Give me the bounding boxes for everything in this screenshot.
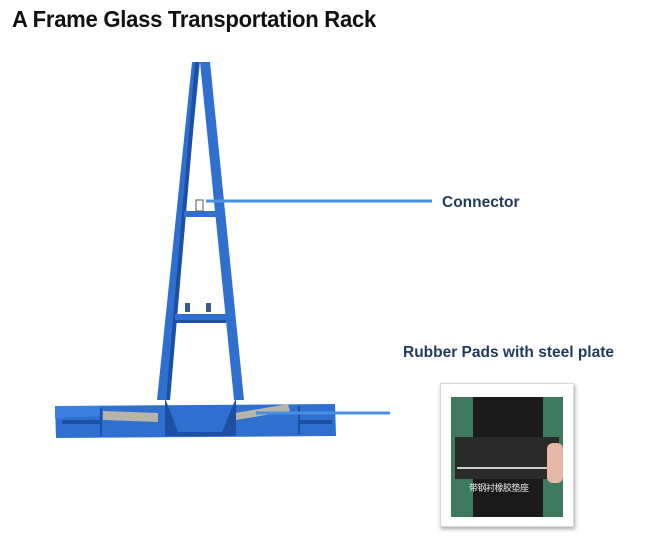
page-title: A Frame Glass Transportation Rack: [12, 6, 376, 32]
rack-base: [55, 398, 336, 438]
rubber-pads-label: Rubber Pads with steel plate: [403, 344, 615, 361]
connector-label: Connector: [442, 194, 520, 211]
rubber-pad-photo: 带钢衬橡胶垫座: [440, 383, 574, 527]
photo-caption: 带钢衬橡胶垫座: [469, 484, 529, 494]
rubber-pad-image: 带钢衬橡胶垫座: [451, 397, 563, 517]
rack-a-frame: [157, 62, 244, 400]
